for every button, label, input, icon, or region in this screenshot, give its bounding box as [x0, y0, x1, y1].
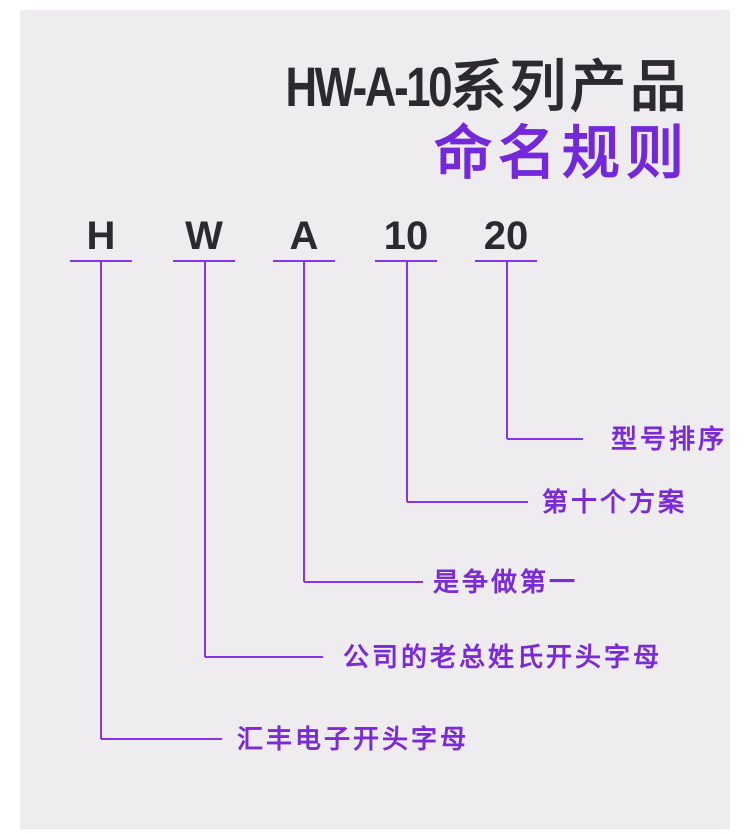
connector-vertical-line	[506, 261, 508, 439]
code-label: 型号排序	[611, 424, 728, 454]
code-label: 第十个方案	[542, 487, 688, 517]
code-label: 汇丰电子开头字母	[237, 724, 470, 754]
connector-horizontal-line	[407, 501, 528, 503]
connector-horizontal-line	[304, 581, 423, 583]
connector-vertical-line	[303, 261, 305, 582]
code-label: 公司的老总姓氏开头字母	[343, 642, 663, 672]
connector-horizontal-line	[507, 438, 583, 440]
code-label: 是争做第一	[433, 567, 579, 597]
content-panel: HW-A-10系列产品 命名规则 H 汇丰电子开头字母 W 公司的老总姓氏开头字…	[20, 10, 730, 829]
title-series-code: HW-A-10	[285, 55, 452, 118]
code-char: A	[289, 214, 319, 258]
connector-horizontal-line	[101, 738, 222, 740]
page-subtitle: 命名规则	[433, 121, 690, 186]
code-char: 10	[383, 214, 429, 258]
connector-vertical-line	[406, 261, 408, 502]
title-series-suffix: 系列产品	[450, 55, 690, 118]
connector-horizontal-line	[205, 656, 323, 658]
connector-vertical-line	[100, 261, 102, 739]
page-title: HW-A-10系列产品	[239, 54, 690, 120]
code-char: 20	[483, 214, 529, 258]
code-char: H	[86, 214, 116, 258]
code-char: W	[185, 214, 223, 258]
connector-vertical-line	[204, 261, 206, 657]
title-block: HW-A-10系列产品 命名规则	[239, 54, 690, 186]
